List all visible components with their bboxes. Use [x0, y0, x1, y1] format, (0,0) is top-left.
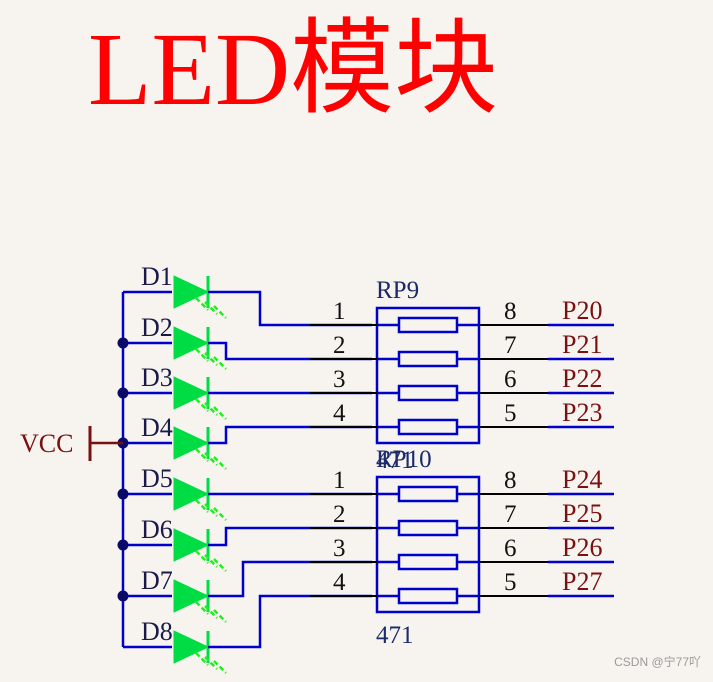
junction-dot [117, 387, 129, 399]
net-label: P24 [562, 465, 602, 494]
resistor-element-icon [397, 350, 459, 368]
led-cathode-wire [208, 560, 372, 598]
pin-number: 5 [504, 400, 517, 427]
led-designator: D4 [141, 413, 173, 442]
pin-number: 3 [333, 535, 346, 562]
led-cathode-wire [208, 594, 372, 649]
pin-number: 7 [504, 332, 517, 359]
watermark: CSDN @宁77吖 [614, 655, 701, 669]
led-light-rays-icon [204, 503, 218, 517]
led-light-rays-icon [213, 660, 227, 674]
junction-dot [117, 488, 129, 500]
pin-number: 1 [333, 298, 346, 325]
led-light-rays-icon [204, 301, 218, 315]
led-light-rays-icon [213, 609, 227, 623]
resistor-element-icon [397, 418, 459, 436]
resistor-element-icon [397, 553, 459, 571]
pin-number: 6 [504, 366, 517, 393]
led-diode-icon [173, 376, 210, 410]
led-light-rays-icon [204, 554, 218, 568]
net-label: P20 [562, 296, 602, 325]
resistor-pack-value: 471 [376, 622, 414, 649]
pin-number: 7 [504, 501, 517, 528]
led-light-rays-icon [204, 656, 218, 670]
led-light-rays-icon [195, 601, 209, 615]
led-designator: D7 [141, 566, 173, 595]
led-light-rays-icon [213, 356, 227, 370]
led-cathode-wire [208, 425, 372, 445]
resistor-element-icon [397, 587, 459, 605]
resistor-pack-body [375, 306, 481, 445]
led-diode-icon [173, 426, 210, 460]
led-cathode-wire [208, 526, 372, 547]
led-designator: D1 [141, 262, 173, 291]
led-cathode-wire [208, 290, 372, 327]
pin-number: 1 [333, 467, 346, 494]
led-light-rays-icon [213, 507, 227, 521]
led-light-rays-icon [213, 558, 227, 572]
resistor-pack-body [375, 475, 481, 614]
led-light-rays-icon [195, 448, 209, 462]
pin-number: 2 [333, 501, 346, 528]
led-light-rays-icon [213, 305, 227, 319]
led-light-rays-icon [204, 402, 218, 416]
resistor-pack-name: RP10 [376, 446, 432, 473]
led-diode-icon [173, 326, 210, 360]
led-light-rays-icon [195, 652, 209, 666]
resistor-pack-value: 471 [376, 447, 414, 474]
vcc-label: VCC [20, 429, 73, 458]
led-light-rays-icon [213, 406, 227, 420]
net-label: P21 [562, 330, 602, 359]
pin-number: 4 [333, 569, 346, 596]
junction-dot [117, 539, 129, 551]
led-designator: D6 [141, 515, 173, 544]
led-light-rays-icon [213, 456, 227, 470]
pin-number: 8 [504, 467, 517, 494]
resistor-element-icon [397, 519, 459, 537]
net-label: P25 [562, 499, 602, 528]
led-light-rays-icon [195, 499, 209, 513]
pin-number: 6 [504, 535, 517, 562]
led-designator: D2 [141, 313, 173, 342]
net-label: P22 [562, 364, 602, 393]
junction-dot [117, 337, 129, 349]
led-light-rays-icon [195, 348, 209, 362]
led-diode-icon [173, 630, 210, 664]
led-diode-icon [173, 528, 210, 562]
led-light-rays-icon [195, 398, 209, 412]
led-designator: D5 [141, 464, 173, 493]
led-diode-icon [173, 275, 210, 309]
led-designator: D8 [141, 617, 173, 646]
resistor-element-icon [397, 316, 459, 334]
led-cathode-wire [208, 341, 372, 361]
net-label: P23 [562, 398, 602, 427]
resistor-pack-name: RP9 [376, 277, 419, 304]
led-light-rays-icon [195, 297, 209, 311]
led-diode-icon [173, 477, 210, 511]
pin-number: 2 [333, 332, 346, 359]
resistor-element-icon [397, 384, 459, 402]
led-light-rays-icon [204, 352, 218, 366]
pin-number: 4 [333, 400, 346, 427]
led-diode-icon [173, 579, 210, 613]
net-label: P26 [562, 533, 602, 562]
pin-number: 3 [333, 366, 346, 393]
led-light-rays-icon [204, 452, 218, 466]
led-light-rays-icon [195, 550, 209, 564]
pin-number: 8 [504, 298, 517, 325]
pin-number: 5 [504, 569, 517, 596]
led-designator: D3 [141, 363, 173, 392]
junction-dot [117, 590, 129, 602]
resistor-element-icon [397, 485, 459, 503]
net-label: P27 [562, 567, 602, 596]
led-light-rays-icon [204, 605, 218, 619]
page-title: LED模块 [88, 12, 499, 127]
